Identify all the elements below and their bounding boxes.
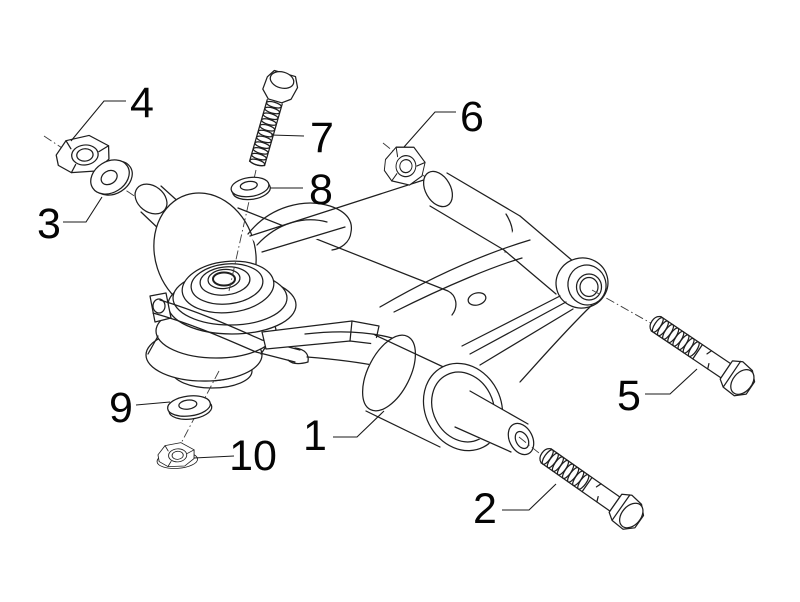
callout-label-5: 5 xyxy=(617,372,641,420)
callout-label-9: 9 xyxy=(109,384,133,432)
callout-leader-9 xyxy=(135,401,171,406)
callout-leaders xyxy=(63,100,698,511)
part-washer-8 xyxy=(230,176,271,201)
callout-leader-1 xyxy=(333,410,385,438)
swingarm-assembly xyxy=(134,170,609,456)
part-hex-bolt-2 xyxy=(532,438,651,536)
part-washer-9 xyxy=(167,395,213,420)
centerline-rear-bolt-axis xyxy=(591,289,657,327)
callout-label-1: 1 xyxy=(303,412,327,460)
callout-label-8: 8 xyxy=(309,166,333,214)
callout-label-2: 2 xyxy=(473,485,497,533)
callout-labels: 1 2 3 4 5 6 7 8 9 10 xyxy=(37,79,641,533)
callout-label-4: 4 xyxy=(130,79,154,127)
callout-label-3: 3 xyxy=(37,200,61,248)
part-hex-bolt-5 xyxy=(642,306,762,402)
part-washer-3 xyxy=(90,159,133,196)
callout-leader-10 xyxy=(193,455,235,459)
callout-leader-7 xyxy=(270,134,305,137)
callout-label-6: 6 xyxy=(460,93,484,141)
callout-leader-2 xyxy=(502,483,557,511)
centerline-lower-bolt-axis xyxy=(518,436,545,458)
callout-leader-3 xyxy=(63,196,103,223)
callout-leader-5 xyxy=(645,368,698,395)
part-hex-nut-10 xyxy=(156,441,198,469)
part-hex-bolt-7 xyxy=(248,69,299,167)
callout-leader-4 xyxy=(70,100,126,142)
callout-label-7: 7 xyxy=(310,114,334,162)
callout-leader-6 xyxy=(403,111,456,148)
callout-label-10: 10 xyxy=(229,432,277,480)
